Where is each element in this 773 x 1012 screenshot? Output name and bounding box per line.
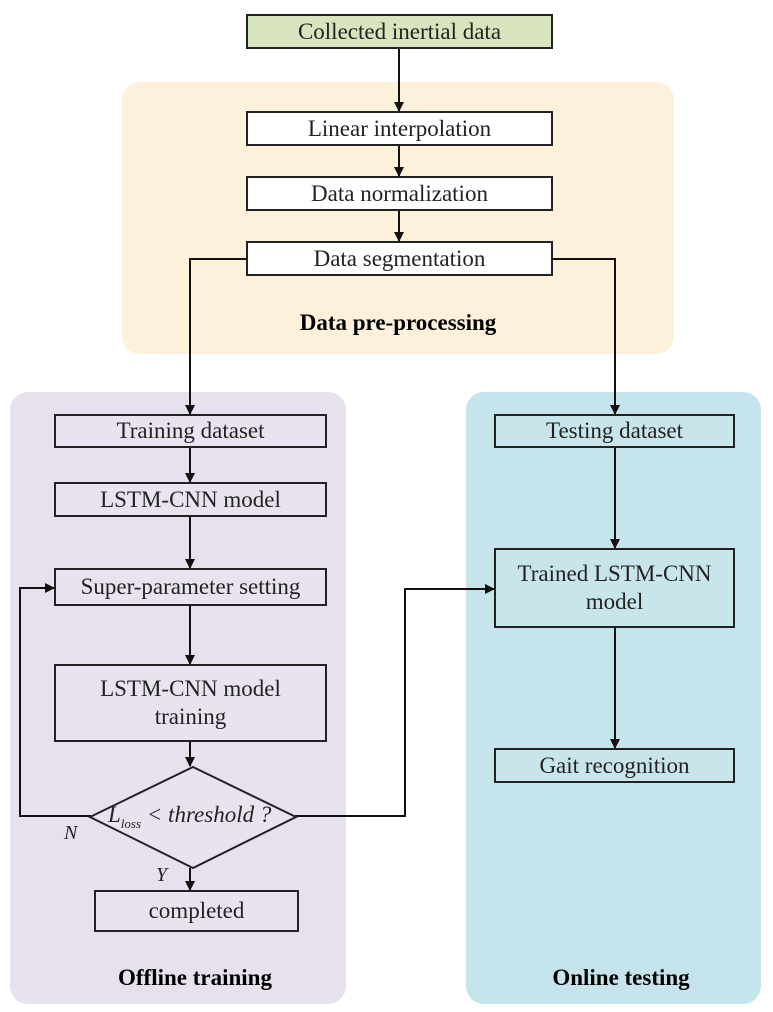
loss-symbol: L [108, 802, 121, 827]
trained-model-line2: model [585, 589, 644, 614]
loss-subscript: loss [120, 816, 142, 831]
lstm-cnn-model-label: LSTM-CNN model [100, 486, 281, 512]
threshold-text: < threshold ? [146, 802, 272, 827]
trained-model-box: Trained LSTM-CNN model [494, 548, 735, 628]
arrow-segment-to-training [185, 258, 246, 415]
no-label: N [64, 822, 78, 844]
online-testing-title: Online testing [552, 965, 690, 990]
arrow-segment-to-testing [553, 258, 620, 415]
offline-training-title: Offline training [118, 965, 272, 990]
online-testing-panel [466, 392, 761, 1004]
arrow-yes-to-trained [295, 584, 495, 817]
completed-label: completed [148, 898, 245, 924]
collected-data-label: Collected inertial data [297, 18, 502, 44]
yes-label: Y [156, 864, 168, 886]
lstm-cnn-model-box: LSTM-CNN model [54, 482, 327, 517]
training-dataset-box: Training dataset [54, 414, 327, 448]
trained-model-line1: Trained LSTM-CNN [517, 561, 712, 587]
model-training-line1: LSTM-CNN model [100, 676, 281, 702]
decision-diamond [87, 765, 299, 870]
collected-data-box: Collected inertial data [246, 14, 553, 49]
data-segmentation-label: Data segmentation [313, 245, 486, 271]
gait-recognition-label: Gait recognition [539, 752, 690, 778]
super-parameter-label: Super-parameter setting [80, 574, 301, 600]
gait-recognition-box: Gait recognition [494, 748, 735, 783]
completed-box: completed [94, 890, 299, 932]
arrow-no-loop-back [19, 583, 91, 817]
model-training-box: LSTM-CNN model training [54, 664, 327, 742]
testing-dataset-label: Testing dataset [546, 418, 683, 444]
preprocessing-title: Data pre-processing [299, 310, 497, 335]
model-training-line2: training [154, 704, 227, 729]
linear-interpolation-box: Linear interpolation [246, 111, 553, 146]
data-normalization-box: Data normalization [246, 176, 553, 211]
super-parameter-box: Super-parameter setting [54, 568, 327, 606]
training-dataset-label: Training dataset [116, 418, 265, 444]
data-normalization-label: Data normalization [311, 180, 488, 206]
data-segmentation-box: Data segmentation [246, 241, 553, 276]
decision-condition: Lloss < threshold ? [108, 802, 271, 832]
linear-interpolation-label: Linear interpolation [307, 115, 492, 141]
testing-dataset-box: Testing dataset [494, 414, 735, 448]
